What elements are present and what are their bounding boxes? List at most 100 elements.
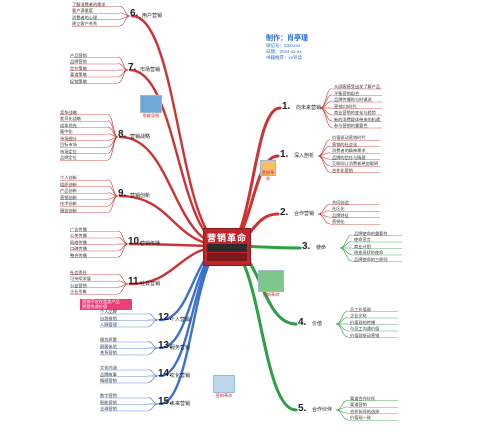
branch-6-leaf-1[interactable]: 渠道合作伙伴 <box>350 395 376 401</box>
branch-12-leaf-3[interactable]: 公益营销 <box>70 282 87 288</box>
branch-12-leaf-1[interactable]: 社会责任 <box>70 269 87 275</box>
branch-2-leaf-4[interactable]: 品牌的信任与情感 <box>332 154 366 160</box>
branch-10-leaf-5[interactable]: 技术创新 <box>60 201 77 207</box>
branch-number-4: 3. <box>302 241 311 252</box>
branch-7-leaf-3[interactable]: 消费者的心理 <box>72 14 98 20</box>
branch-title-12[interactable]: 社会营销 <box>140 281 161 287</box>
branch-15-leaf-3[interactable]: 情感营销 <box>100 378 117 383</box>
branch-9-leaf-7[interactable]: 市场定位 <box>60 148 77 154</box>
branch-1-leaf-2[interactable]: 平衡营销组合 <box>334 90 360 96</box>
branch-8-leaf-3[interactable]: 定价策略 <box>70 65 87 71</box>
branch-10-leaf-3[interactable]: 产品创新 <box>60 188 77 194</box>
branch-title-15[interactable]: 文化营销 <box>170 373 191 379</box>
branch-15-leaf-1[interactable]: 文化内涵 <box>100 365 117 370</box>
branch-title-4[interactable]: 使命 <box>316 245 327 251</box>
branch-14-leaf-2[interactable]: 顾客体验 <box>100 343 117 349</box>
branch-9-leaf-6[interactable]: 目标市场 <box>60 142 77 148</box>
branch-title-10[interactable]: 营销创新 <box>130 193 151 199</box>
branch-6-leaf-3[interactable]: 合作伙伴的选择 <box>350 408 380 414</box>
branch-title-16[interactable]: 未来营销 <box>170 401 191 407</box>
author-line-3: 书籍推荐：xx导读 <box>266 55 302 60</box>
branch-11-leaf-5[interactable]: 整合传播 <box>70 252 87 258</box>
branch-5-leaf-1[interactable]: 员工价值观 <box>350 306 371 312</box>
branch-11-leaf-3[interactable]: 网络传播 <box>70 239 87 245</box>
branch-11-leaf-1[interactable]: 广告传播 <box>70 226 87 232</box>
branch-8-leaf-4[interactable]: 渠道策略 <box>70 72 87 77</box>
branch-2-leaf-3[interactable]: 消费者的精神需求 <box>332 148 366 154</box>
branch-1-leaf-4[interactable]: 营销3.0时代 <box>334 103 357 109</box>
branch-9-leaf-8[interactable]: 品牌定位 <box>60 155 77 161</box>
branch-1-leaf-5[interactable]: 商业营销的变化与趋势 <box>334 110 376 115</box>
branch-11-leaf-line-5 <box>117 243 129 258</box>
branch-2-leaf-5[interactable]: 互联网让消费者更加聪明 <box>332 161 379 167</box>
branch-5-leaf-3[interactable]: 价值观的传播 <box>350 319 376 325</box>
branch-2-leaf-2[interactable]: 营销的社会化 <box>332 141 358 147</box>
branch-15-leaf-2[interactable]: 品牌故事 <box>100 371 117 377</box>
branch-3-leaf-2[interactable]: 社区化 <box>332 206 345 212</box>
branch-title-8[interactable]: 市场营销 <box>140 67 161 73</box>
branch-title-7[interactable]: 用户营销 <box>142 13 163 19</box>
branch-7-leaf-1[interactable]: 了解消费者的需求 <box>72 1 106 7</box>
branch-9-leaf-5[interactable]: 市场细分 <box>60 135 77 141</box>
branch-11-leaf-4[interactable]: 口碑传播 <box>70 246 87 251</box>
branch-13-leaf-line-1 <box>147 313 159 321</box>
branch-3-leaf-line-4 <box>317 213 331 225</box>
branch-12-leaf-4[interactable]: 企业形象 <box>70 289 87 295</box>
branch-2-leaf-1[interactable]: 价值驱动营销时代 <box>332 135 366 141</box>
branch-11-leaf-2[interactable]: 公关传播 <box>70 233 87 238</box>
branch-10-leaf-6[interactable]: 服务创新 <box>60 207 77 213</box>
branch-7-leaf-2[interactable]: 客户满意度 <box>72 8 93 14</box>
branch-5-leaf-4[interactable]: 与员工沟通价值 <box>350 326 380 331</box>
branch-6-leaf-4[interactable]: 价值观一致 <box>350 415 371 421</box>
branch-10-leaf-4[interactable]: 营销创新 <box>60 194 77 200</box>
branch-4-leaf-3[interactable]: 商业计划 <box>354 243 371 249</box>
branch-3-leaf-1[interactable]: 共同创造 <box>332 199 349 205</box>
branch-title-2[interactable]: 深入剖析 <box>294 153 315 159</box>
branch-5-leaf-5[interactable]: 价值观驱动营销 <box>350 332 380 338</box>
branch-6-leaf-2[interactable]: 渠道营销 <box>350 402 367 408</box>
branch-9-leaf-2[interactable]: 差异化战略 <box>60 116 81 122</box>
branch-title-13[interactable]: 个人营销 <box>170 317 191 323</box>
branch-16-leaf-2[interactable]: 智能营销 <box>100 399 117 405</box>
branch-3-leaf-4[interactable]: 营销化 <box>332 219 345 225</box>
branch-13-leaf-3[interactable]: 人脉管理 <box>100 322 117 327</box>
branch-8-leaf-2[interactable]: 品牌营销 <box>70 59 87 64</box>
branch-7-leaf-4[interactable]: 建立客户关系 <box>72 21 98 27</box>
branch-1-leaf-1[interactable]: 从顾客感受出发了解产品 <box>334 84 381 89</box>
branch-9-leaf-3[interactable]: 成本领先 <box>60 122 77 128</box>
branch-4-leaf-1[interactable]: 品牌使命的重要性 <box>354 230 388 236</box>
branch-1-leaf-6[interactable]: 新的消费群体带来的机遇 <box>334 116 381 122</box>
branch-13-leaf-2[interactable]: 自我推销 <box>100 315 117 321</box>
branch-14-leaf-3[interactable]: 关系营销 <box>100 350 117 355</box>
branch-title-1[interactable]: 向未来营销 <box>296 105 322 111</box>
branch-number-3: 2. <box>280 207 289 218</box>
branch-3-leaf-3[interactable]: 品牌特征 <box>332 212 349 218</box>
branch-8-leaf-5[interactable]: 促销策略 <box>70 78 87 84</box>
branch-13-leaf-1[interactable]: 个人品牌 <box>100 309 117 314</box>
branch-title-14[interactable]: 服务营销 <box>170 345 191 351</box>
branch-title-11[interactable]: 营销传播 <box>140 241 161 247</box>
branch-2-leaf-6[interactable]: 合作化营销 <box>332 167 353 173</box>
branch-4-leaf-5[interactable]: 品牌使命的三原则 <box>354 256 388 262</box>
branch-10-leaf-2[interactable]: 组织创新 <box>60 181 77 187</box>
branch-4-leaf-2[interactable]: 使命宣言 <box>354 237 371 242</box>
branch-12-leaf-2[interactable]: 可持续发展 <box>70 276 91 282</box>
branch-9-leaf-1[interactable]: 竞争战略 <box>60 109 77 115</box>
branch-16-leaf-3[interactable]: 全球营销 <box>100 406 117 411</box>
branch-14-leaf-1[interactable]: 服务质量 <box>100 337 117 342</box>
branch-title-9[interactable]: 营销战略 <box>130 134 151 140</box>
branch-5-leaf-2[interactable]: 企业文化 <box>350 313 367 318</box>
branch-1-leaf-3[interactable]: 品牌传播的与时俱进 <box>334 97 372 102</box>
branch-title-6[interactable]: 合作伙伴 <box>312 407 333 413</box>
branch-1-leaf-7[interactable]: 参与营销的重要性 <box>334 123 368 128</box>
branch-9-leaf-4[interactable]: 集中化 <box>60 129 73 135</box>
branch-title-5[interactable]: 价值 <box>312 321 323 327</box>
branch-4-leaf-4[interactable]: 改变现状的使命 <box>354 250 384 255</box>
branch-16-leaf-1[interactable]: 数字营销 <box>100 393 117 398</box>
branch-10-leaf-1[interactable]: 个人创新 <box>60 175 77 181</box>
branch-11-leaf-line-2 <box>117 237 129 245</box>
central-topic[interactable]: 营销革命 <box>203 228 251 266</box>
branch-8-leaf-1[interactable]: 产品营销 <box>70 52 87 58</box>
branch-title-3[interactable]: 合作营销 <box>294 211 315 217</box>
branch-12-leaf-line-4 <box>117 283 129 295</box>
